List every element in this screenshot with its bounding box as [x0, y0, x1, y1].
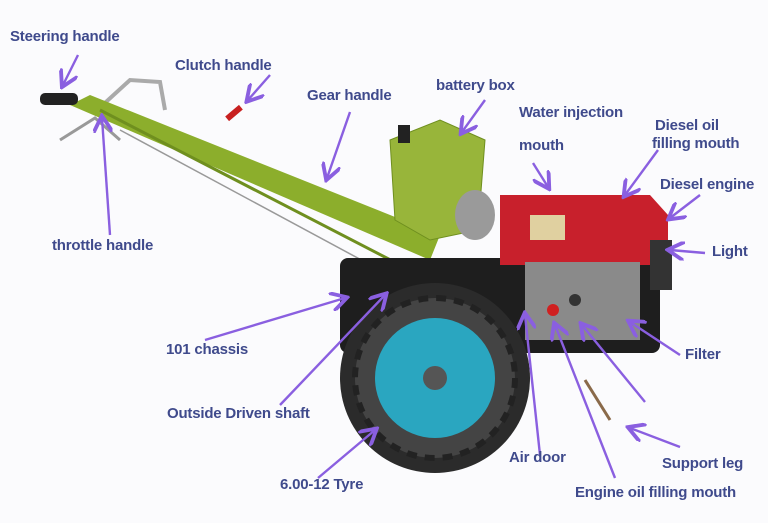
label-outside-driven-shaft: Outside Driven shaft — [167, 405, 310, 422]
label-engine-oil-filling-mouth: Engine oil filling mouth — [575, 484, 737, 501]
label-battery-box: battery box — [436, 77, 515, 94]
arrow-steering-handle — [63, 54, 80, 85]
arrow-battery-box — [462, 99, 486, 132]
arrow-water-injection — [531, 162, 548, 187]
callout-arrows — [63, 54, 706, 479]
label-gear-handle: Gear handle — [307, 87, 392, 104]
arrow-tyre — [317, 430, 375, 479]
wheel-shape — [340, 283, 530, 473]
arrow-engine-oil — [555, 325, 617, 479]
arrow-outside-driven-shaft — [279, 295, 385, 406]
arrow-diesel-engine — [670, 194, 701, 218]
support-leg-shape — [583, 379, 612, 421]
label-throttle-handle: throttle handle — [52, 237, 154, 254]
label-clutch-handle: Clutch handle — [175, 57, 272, 74]
label-steering-handle: Steering handle — [10, 28, 120, 45]
arrow-diesel-oil — [625, 149, 659, 195]
arrow-support-leg — [630, 428, 681, 449]
label-filter: Filter — [685, 346, 721, 363]
label-air-door: Air door — [509, 449, 566, 466]
label-support-leg: Support leg — [662, 455, 744, 472]
arrow-light — [670, 250, 706, 253]
label-diesel-oil-filling-mouth: filling mouth — [652, 135, 740, 152]
arrow-extra — [582, 325, 646, 403]
arrow-throttle-handle — [102, 118, 110, 236]
label-diesel-engine: Diesel engine — [660, 176, 755, 193]
arrow-chassis — [204, 298, 345, 342]
label-diesel-oil: Diesel oil — [655, 117, 719, 134]
arrow-air-door — [525, 315, 542, 456]
label-chassis: 101 chassis — [166, 341, 249, 358]
label-water-injection-mouth: mouth — [519, 137, 564, 154]
arrow-filter — [630, 322, 681, 357]
arrow-clutch-handle — [248, 74, 271, 100]
label-light: Light — [712, 243, 748, 260]
steering-grip — [40, 93, 78, 105]
handlebar-frame — [40, 77, 440, 272]
label-water-injection: Water injection — [519, 104, 623, 121]
label-tyre: 6.00-12 Tyre — [280, 476, 364, 493]
arrow-gear-handle — [327, 111, 352, 178]
